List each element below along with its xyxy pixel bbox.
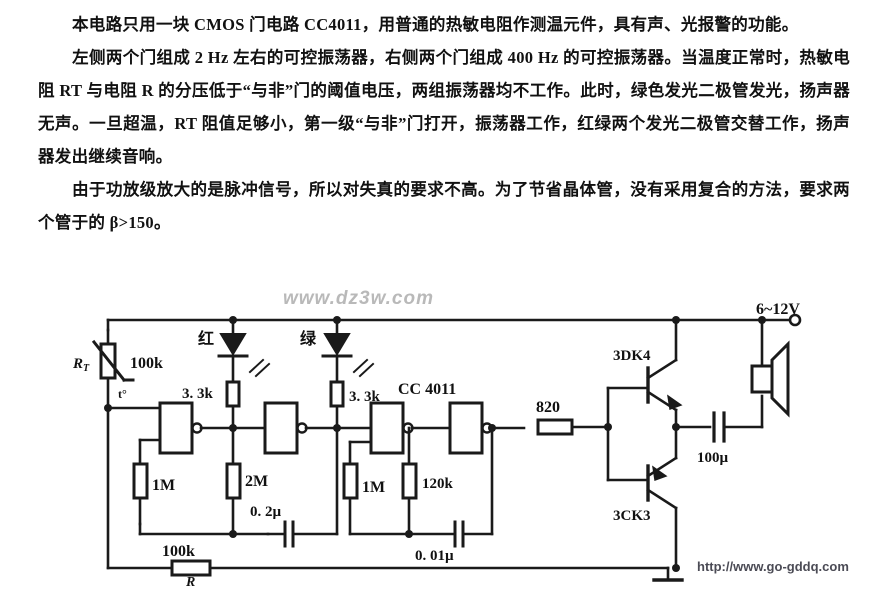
label-transistor-pnp: 3CK3: [613, 508, 651, 524]
led-green-triangle: [323, 333, 351, 356]
label-supply: 6~12V: [756, 301, 800, 318]
junction-gate2-out: [333, 424, 341, 432]
resistor-led-red: [225, 380, 241, 408]
nand-gate-4: [448, 401, 484, 455]
label-led-green: 绿: [300, 329, 317, 348]
junction-led-green-rail: [333, 316, 341, 324]
label-resistor-led-green: 3. 3k: [349, 389, 381, 405]
paragraph-3-text: 由于功放级放大的是脉冲信号，所以对失真的要求不高。为了节省晶体管，没有采用复合的…: [38, 180, 850, 232]
label-transistor-npn: 3DK4: [613, 348, 651, 364]
resistor-divider-100k: [170, 559, 212, 577]
label-resistor-led-red: 3. 3k: [182, 386, 214, 402]
nand-gate-2: [263, 401, 299, 455]
label-resistor-divider-ref: R: [185, 575, 195, 589]
speaker-body: [750, 364, 774, 394]
label-ic: CC 4011: [398, 381, 456, 398]
label-resistor-820: 820: [536, 399, 560, 416]
led-red-triangle: [219, 333, 247, 356]
transistor-pnp-emitter-arrow: [652, 465, 668, 481]
supply-terminal: [788, 313, 802, 327]
led-red-ray-1: [248, 358, 265, 374]
resistor-1m-second: [342, 462, 359, 500]
thermistor-slash: [91, 339, 127, 383]
led-green-ray-1: [352, 358, 369, 374]
junction-output: [672, 423, 680, 431]
junction-speaker-rail: [758, 316, 766, 324]
junction-rt-divider: [104, 404, 112, 412]
led-green-ray-2: [358, 362, 375, 378]
label-thermistor-ref: RT: [72, 356, 90, 374]
resistor-2m: [225, 462, 242, 500]
transistor-npn-collector-lead: [646, 358, 678, 380]
label-led-red: 红: [198, 329, 214, 348]
led-red-ray-2: [254, 362, 271, 378]
junction-gate4-out: [488, 424, 496, 432]
label-cap-02u: 0. 2µ: [250, 504, 282, 520]
label-resistor-divider-value: 100k: [162, 543, 195, 560]
nand-gate-1: [158, 401, 194, 455]
resistor-1m-first: [132, 462, 149, 500]
resistor-820: [536, 418, 574, 436]
paragraph-2-text: 左侧两个门组成 2 Hz 左右的可控振荡器，右侧两个门组成 400 Hz 的可控…: [38, 48, 850, 166]
speaker-cone: [770, 340, 790, 418]
label-resistor-2m: 2M: [245, 473, 268, 490]
paragraph-1: 本电路只用一块 CMOS 门电路 CC4011，用普通的热敏电阻作测温元件，具有…: [38, 8, 850, 41]
transistor-npn-emitter-arrow: [667, 394, 683, 410]
label-cap-001u: 0. 01µ: [415, 548, 454, 564]
label-resistor-120k: 120k: [422, 476, 454, 492]
junction-2m-bottom: [229, 530, 237, 538]
label-cap-100u: 100µ: [697, 450, 729, 466]
watermark-bottom: http://www.go-gddq.com: [697, 559, 849, 574]
resistor-120k: [401, 462, 418, 500]
junction-gate1-out: [229, 424, 237, 432]
junction-ground: [672, 564, 680, 572]
paragraph-2: 左侧两个门组成 2 Hz 左右的可控振荡器，右侧两个门组成 400 Hz 的可控…: [38, 41, 850, 173]
transistor-pnp-collector-lead: [646, 488, 678, 510]
label-thermistor-mark: t°: [118, 387, 127, 401]
junction-npn-rail: [672, 316, 680, 324]
junction-base-bus: [604, 423, 612, 431]
label-thermistor-value: 100k: [130, 355, 163, 372]
nand-gate-3: [369, 401, 405, 455]
label-thermistor-sub: T: [83, 363, 90, 374]
junction-led-red-rail: [229, 316, 237, 324]
paragraph-3: 由于功放级放大的是脉冲信号，所以对失真的要求不高。为了节省晶体管，没有采用复合的…: [38, 173, 850, 239]
paragraph-1-text: 本电路只用一块 CMOS 门电路 CC4011，用普通的热敏电阻作测温元件，具有…: [72, 15, 799, 34]
schematic-diagram: RT 100k t° 红 绿 3. 3k 3. 3k CC 4011 1M 2M…: [0, 268, 876, 589]
resistor-led-green: [329, 380, 345, 408]
label-resistor-1m-first: 1M: [152, 477, 175, 494]
watermark-top: www.dz3w.com: [283, 288, 435, 309]
description-text: 本电路只用一块 CMOS 门电路 CC4011，用普通的热敏电阻作测温元件，具有…: [38, 8, 850, 239]
label-resistor-1m-second: 1M: [362, 479, 385, 496]
transistor-pnp-emitter-lead: [646, 456, 678, 478]
junction-120k-bottom: [405, 530, 413, 538]
